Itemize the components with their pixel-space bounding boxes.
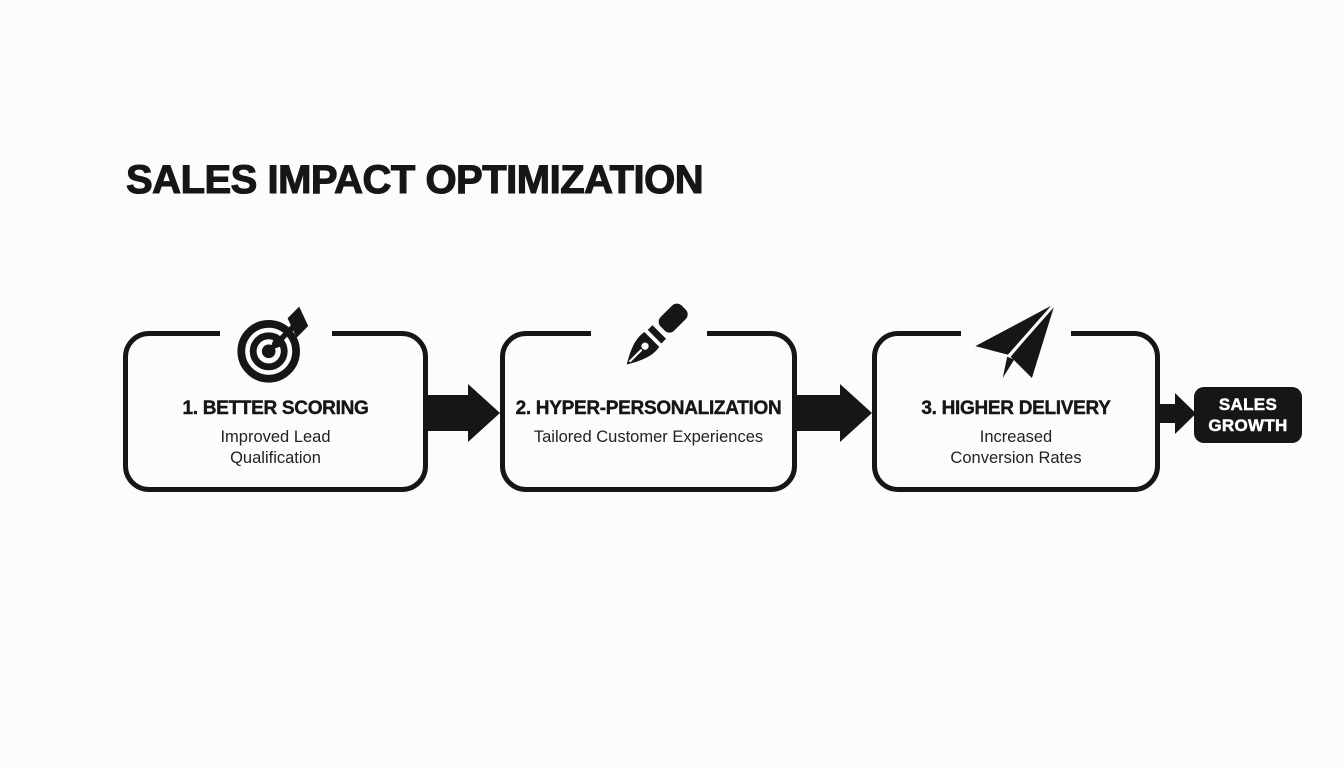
step-3-card: 3. HIGHER DELIVERY Increased Conversion … xyxy=(872,302,1160,492)
subtitle-line: Improved Lead xyxy=(220,428,331,446)
fountain-pen-icon xyxy=(590,302,707,394)
step-1-text: 1. BETTER SCORING Improved Lead Qualific… xyxy=(128,398,423,469)
step-2-card: 2. HYPER-PERSONALIZATION Tailored Custom… xyxy=(500,302,797,492)
result-line: SALES xyxy=(1218,395,1278,415)
step-3-heading: 3. HIGHER DELIVERY xyxy=(921,398,1111,419)
step-2-subtitle: Tailored Customer Experiences xyxy=(505,427,792,448)
step-2-text: 2. HYPER-PERSONALIZATION Tailored Custom… xyxy=(505,398,792,448)
step-1-card: 1. BETTER SCORING Improved Lead Qualific… xyxy=(123,302,428,492)
paper-plane-icon xyxy=(961,302,1071,378)
step-1-heading: 1. BETTER SCORING xyxy=(182,398,369,419)
page-title: SALES IMPACT OPTIMIZATION xyxy=(125,157,704,202)
subtitle-line: Qualification xyxy=(230,449,321,467)
result-line: GROWTH xyxy=(1208,416,1288,436)
flow-arrow-icon xyxy=(796,384,872,442)
step-2-heading: 2. HYPER-PERSONALIZATION xyxy=(515,398,782,419)
target-arrow-icon xyxy=(219,302,332,386)
step-1-subtitle: Improved Lead Qualification xyxy=(128,427,423,469)
subtitle-line: Conversion Rates xyxy=(950,449,1082,467)
subtitle-line: Tailored Customer Experiences xyxy=(533,428,764,446)
sales-growth-badge: SALES GROWTH xyxy=(1194,387,1302,443)
flow-arrow-icon xyxy=(1158,389,1196,438)
subtitle-line: Increased xyxy=(979,428,1053,446)
step-3-subtitle: Increased Conversion Rates xyxy=(877,427,1155,469)
flow-arrow-icon xyxy=(427,384,500,442)
step-3-text: 3. HIGHER DELIVERY Increased Conversion … xyxy=(877,398,1155,469)
